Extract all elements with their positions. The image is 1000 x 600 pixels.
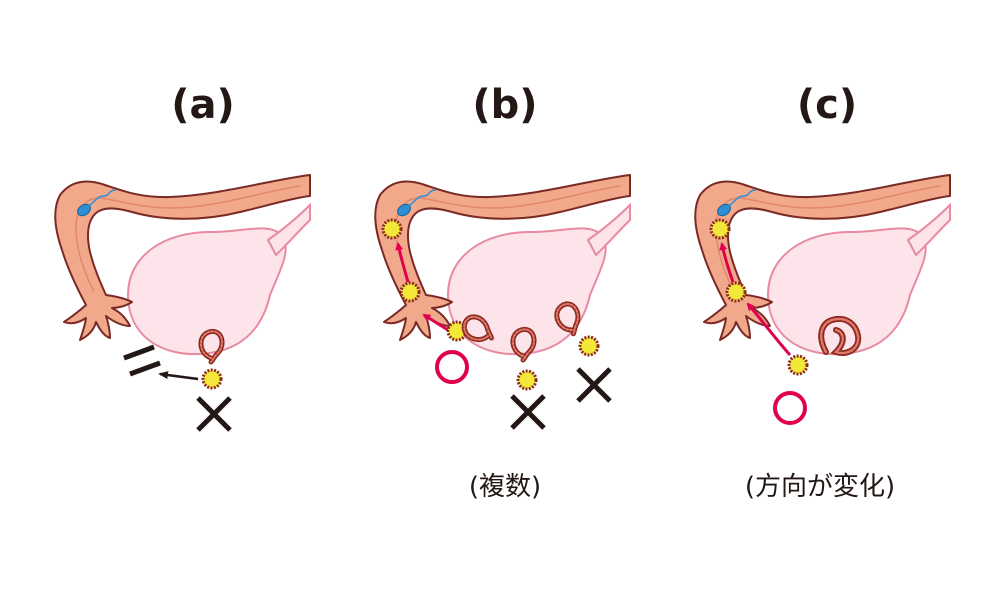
cross-mark-icon — [578, 369, 610, 401]
follicle-icon — [818, 316, 862, 356]
circle-mark-icon — [773, 391, 807, 425]
egg-path-arrow — [719, 242, 735, 283]
egg-icon — [516, 369, 538, 391]
panel-a-title: (a) — [171, 82, 235, 128]
blocked-mark-icon — [123, 344, 161, 377]
egg-icon — [578, 335, 600, 357]
panel-b-title: (b) — [472, 82, 538, 128]
cross-mark-icon — [198, 398, 230, 430]
circle-mark-icon — [435, 350, 469, 384]
egg-icon — [381, 218, 403, 240]
egg-icon — [201, 368, 223, 390]
panel-c-title: (c) — [796, 82, 858, 128]
egg-icon — [709, 218, 731, 240]
cross-mark-icon — [512, 396, 544, 428]
panel-a — [54, 174, 311, 430]
egg-direction-arrow — [158, 371, 199, 381]
panel-b — [374, 174, 631, 428]
egg-icon — [725, 281, 747, 303]
egg-icon — [399, 281, 421, 303]
egg-icon — [787, 354, 809, 376]
egg-path-arrow — [395, 242, 410, 283]
egg-path-arrow — [746, 302, 792, 356]
panel-b-caption: (複数) — [468, 472, 542, 502]
panel-c-caption: (方向が変化) — [744, 472, 896, 502]
panel-c — [694, 174, 951, 425]
egg-path-arrow — [422, 313, 449, 332]
